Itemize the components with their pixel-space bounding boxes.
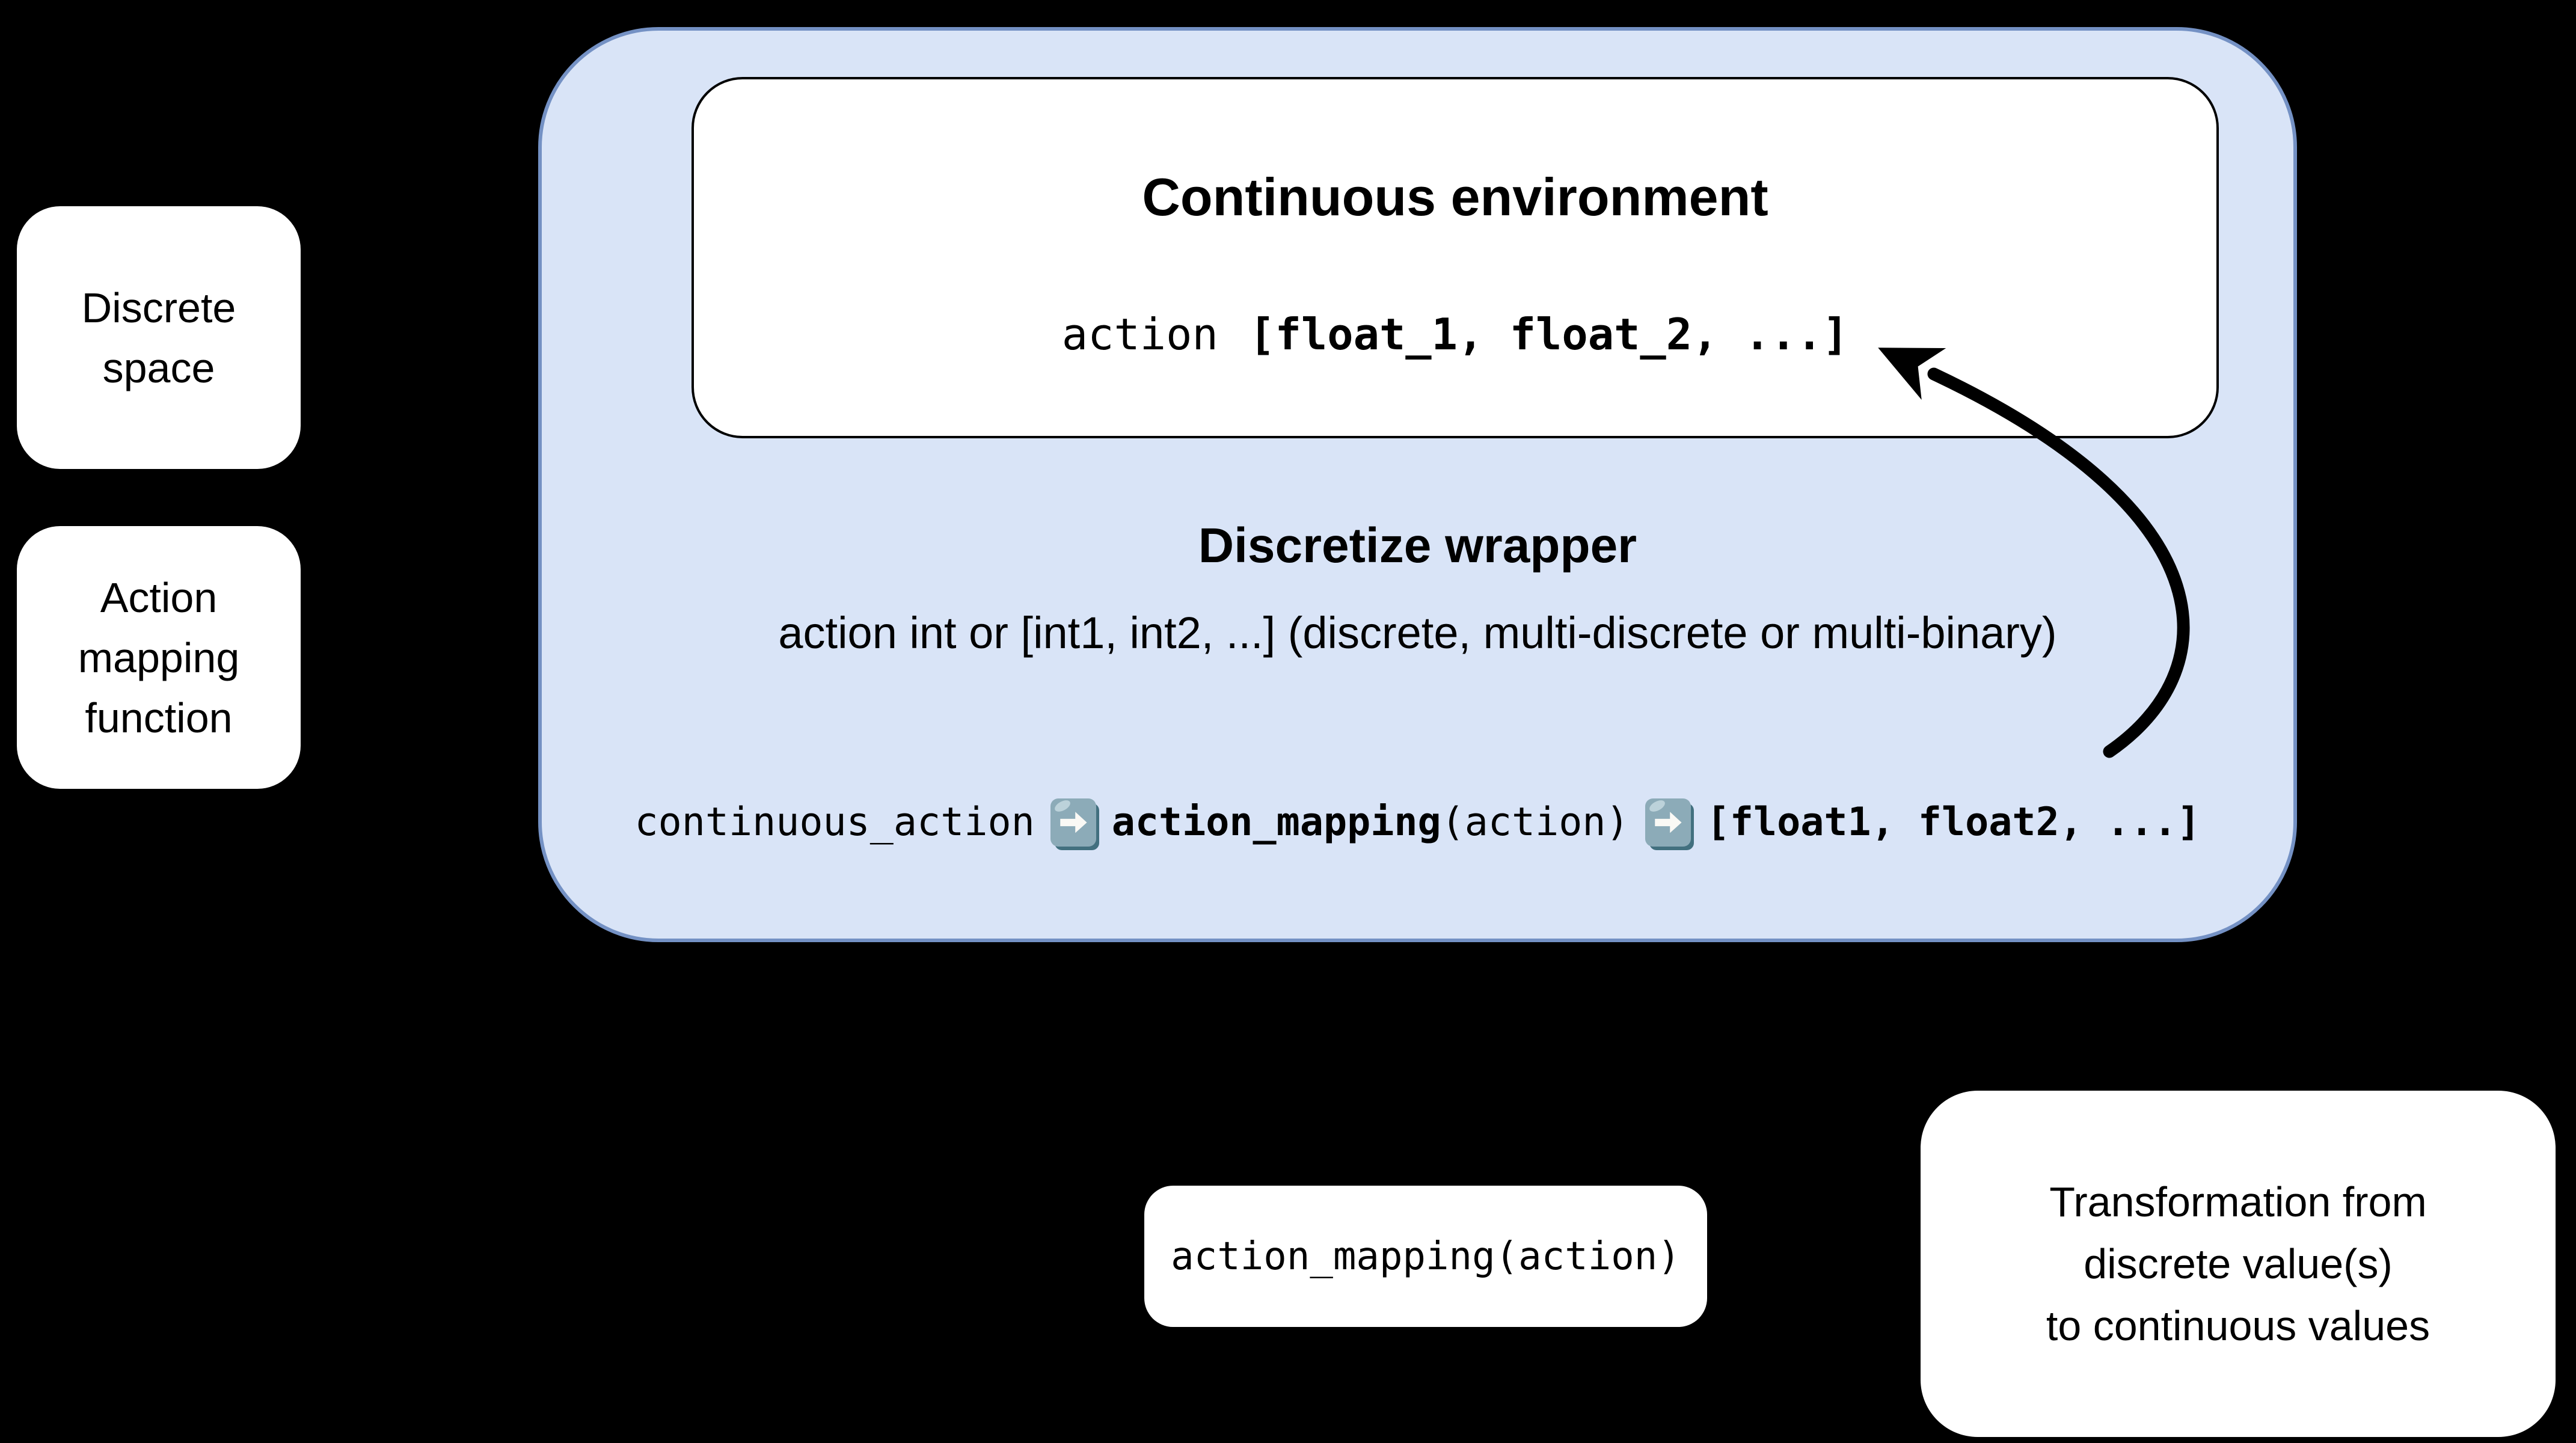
discrete-space-box: Discrete space	[17, 206, 301, 469]
action-mapping-function-box: Action mapping function	[17, 526, 301, 789]
discretize-wrapper-subtitle: action int or [int1, int2, ...] (discret…	[778, 608, 2057, 658]
continuous-environment-title: Continuous environment	[1142, 167, 1768, 227]
continuous-environment-code: action [float_1, float_2, ...]	[694, 310, 2216, 358]
continuous-environment-box: Continuous environment action [float_1, …	[692, 77, 2219, 438]
discretize-wrapper-title: Discretize wrapper	[1198, 518, 1637, 573]
right-arrow-glyph	[1654, 812, 1682, 833]
code-function-name: action_mapping	[1111, 800, 1441, 845]
right-arrow-emoji	[1645, 798, 1691, 847]
code-output: [float1, float2, ...]	[1706, 800, 2201, 845]
code-input: continuous_action	[634, 800, 1035, 845]
env-code-value: [float_1, float_2, ...]	[1249, 309, 1849, 360]
code-function: action_mapping(action)	[1112, 797, 1630, 848]
transformation-description-label: Transformation from discrete value(s) to…	[2046, 1178, 2430, 1349]
action-mapping-code-box: action_mapping(action)	[1144, 1186, 1707, 1327]
right-arrow-glyph	[1060, 812, 1087, 833]
discrete-space-label: Discrete space	[81, 284, 236, 391]
action-mapping-function-label: Action mapping function	[78, 574, 240, 741]
discretize-wrapper-code-line: continuous_action action_mapping(action)…	[538, 797, 2297, 848]
right-arrow-emoji	[1050, 798, 1096, 847]
action-mapping-code: action_mapping(action)	[1171, 1234, 1681, 1279]
code-function-args: (action)	[1441, 800, 1630, 845]
transformation-description-box: Transformation from discrete value(s) to…	[1921, 1091, 2556, 1437]
env-code-prefix: action	[1061, 309, 1218, 360]
